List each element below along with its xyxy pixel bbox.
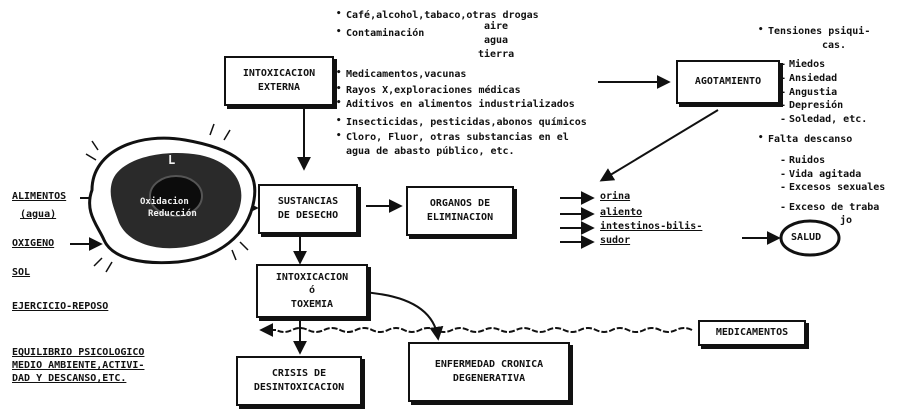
box-medicines: MEDICAMENTOS bbox=[698, 320, 806, 346]
box-toxemia-line-2: ó bbox=[308, 285, 316, 297]
psychic-header-2: cas. bbox=[822, 40, 847, 51]
bullet-icon: • bbox=[336, 131, 342, 141]
box-chronic-disease: ENFERMEDAD CRONICA DEGENERATIVA bbox=[408, 342, 570, 402]
dash-icon: - bbox=[780, 100, 787, 111]
input-balance-3: DAD Y DESCANSO,ETC. bbox=[12, 373, 127, 384]
input-sun: SOL bbox=[12, 267, 31, 278]
cause-additives: Aditivos en alimentos industrializados bbox=[346, 99, 575, 110]
bullet-icon: • bbox=[336, 9, 342, 19]
excretion-intestines: intestinos-bilis- bbox=[600, 221, 703, 232]
box-crisis-line-1: CRISIS DE bbox=[271, 367, 327, 379]
input-balance-2: MEDIO AMBIENTE,ACTIVI- bbox=[12, 360, 145, 371]
box-external-line-2: EXTERNA bbox=[257, 82, 301, 93]
rest-header: Falta descanso bbox=[768, 134, 853, 145]
psychic-item-5: Soledad, etc. bbox=[789, 114, 868, 125]
box-chronic-line-1: ENFERMEDAD CRONICA bbox=[434, 358, 544, 370]
arrow-fatigue-to-excretion bbox=[599, 109, 719, 182]
box-chronic-line-2: DEGENERATIVA bbox=[452, 373, 526, 384]
box-crisis-line-2: DESINTOXICACION bbox=[253, 382, 345, 393]
dash-icon: - bbox=[780, 114, 787, 125]
input-water: (agua) bbox=[20, 209, 57, 220]
box-waste-substances: SUSTANCIAS DE DESECHO bbox=[258, 184, 358, 234]
dash-icon: - bbox=[780, 202, 787, 213]
rest-item-2: Vida agitada bbox=[789, 169, 862, 180]
dash-icon: - bbox=[780, 169, 787, 180]
input-oxygen: OXIGENO bbox=[12, 238, 55, 249]
bullet-icon: • bbox=[758, 25, 764, 35]
dash-icon: - bbox=[780, 155, 787, 166]
bullet-icon: • bbox=[336, 116, 342, 126]
nucleus bbox=[149, 175, 203, 217]
psychic-item-4: Depresión bbox=[789, 100, 844, 111]
box-waste-line-1: SUSTANCIAS bbox=[277, 195, 339, 207]
dash-icon: - bbox=[780, 59, 787, 70]
arrow-toxemia-to-chronic bbox=[359, 291, 444, 341]
psychic-item-1: Miedos bbox=[789, 59, 826, 70]
cause-medicines: Medicamentos,vacunas bbox=[346, 69, 467, 80]
box-toxemia: INTOXICACION ó TOXEMIA bbox=[256, 264, 368, 318]
box-fatigue-label: AGOTAMIENTO bbox=[694, 75, 762, 87]
cell-nucleus-letter: L bbox=[168, 153, 176, 167]
psychic-header: Tensiones psiqui- bbox=[768, 26, 871, 37]
box-fatigue: AGOTAMIENTO bbox=[676, 60, 780, 104]
input-food: ALIMENTOS bbox=[12, 191, 67, 202]
cause-drugs: Café,alcohol,tabaco,otras drogas bbox=[346, 10, 539, 21]
arrow-medicines-to-crisis bbox=[275, 327, 693, 333]
cell-label-reduction: Reducción bbox=[148, 209, 197, 219]
rest-item-3: Excesos sexuales bbox=[789, 182, 886, 193]
dash-icon: - bbox=[780, 73, 787, 84]
cause-contamination: Contaminación bbox=[346, 28, 425, 39]
rest-item-1: Ruidos bbox=[789, 155, 826, 166]
cause-chlorine: Cloro, Fluor, otras substancias en el bbox=[346, 132, 569, 143]
input-exercise: EJERCICIO-REPOSO bbox=[12, 301, 109, 312]
cause-public-water: agua de abasto público, etc. bbox=[346, 146, 515, 157]
excretion-urine: orina bbox=[600, 191, 631, 202]
bullet-icon: • bbox=[336, 98, 342, 108]
box-external-line-1: INTOXICACION bbox=[242, 67, 316, 79]
cause-xrays: Rayos X,exploraciones médicas bbox=[346, 85, 521, 96]
box-toxemia-line-3: TOXEMIA bbox=[290, 298, 334, 310]
cell-label-oxidation: Oxidacion bbox=[140, 197, 189, 207]
box-waste-line-2: DE DESECHO bbox=[277, 210, 339, 221]
cause-medium-water: agua bbox=[484, 35, 509, 46]
psychic-item-2: Ansiedad bbox=[789, 73, 838, 84]
cause-medium-air: aire bbox=[484, 21, 509, 32]
bullet-icon: • bbox=[336, 84, 342, 94]
health-ring bbox=[779, 219, 841, 257]
excretion-breath: aliento bbox=[600, 207, 643, 218]
dash-icon: - bbox=[780, 182, 787, 193]
rest-item-4: Exceso de traba bbox=[789, 202, 880, 213]
box-elimination-organs: ORGANOS DE ELIMINACION bbox=[406, 186, 514, 236]
excretion-sweat: sudor bbox=[600, 235, 631, 246]
box-external-intoxication: INTOXICACION EXTERNA bbox=[224, 56, 334, 106]
cause-insecticides: Insecticidas, pesticidas,abonos químicos bbox=[346, 117, 587, 128]
psychic-item-3: Angustia bbox=[789, 87, 838, 98]
box-detox-crisis: CRISIS DE DESINTOXICACION bbox=[236, 356, 362, 406]
box-toxemia-line-1: INTOXICACION bbox=[275, 271, 349, 283]
health-label: SALUD bbox=[791, 232, 822, 243]
box-organs-line-1: ORGANOS DE bbox=[429, 197, 491, 209]
bullet-icon: • bbox=[758, 133, 764, 143]
input-balance-1: EQUILIBRIO PSICOLOGICO bbox=[12, 347, 145, 358]
rest-item-4-tail: jo bbox=[840, 215, 853, 226]
bullet-icon: • bbox=[336, 27, 342, 37]
box-organs-line-2: ELIMINACION bbox=[426, 212, 494, 223]
box-medicines-label: MEDICAMENTOS bbox=[715, 326, 789, 338]
bullet-icon: • bbox=[336, 68, 342, 78]
dash-icon: - bbox=[780, 87, 787, 98]
cause-medium-earth: tierra bbox=[478, 49, 515, 60]
